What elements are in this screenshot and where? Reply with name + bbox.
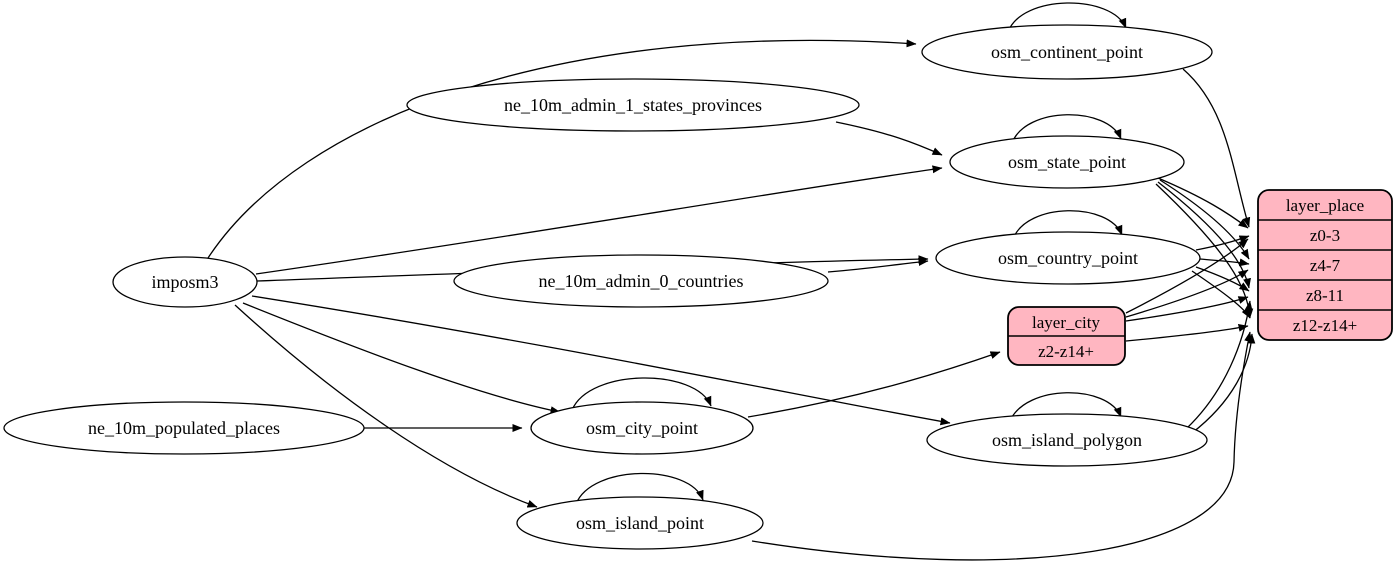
layer_place-row-z4-7: z4-7 xyxy=(1310,256,1341,275)
osm_country_point-shape xyxy=(935,231,1201,285)
node-osm_island_polygon: osm_island_polygon xyxy=(926,413,1208,467)
node-osm_city_point: osm_city_point xyxy=(530,401,754,455)
ne_10m_admin_1_states_provinces-shape xyxy=(406,78,860,132)
edge-osm_city_point-layer_city xyxy=(747,351,1001,418)
edges xyxy=(207,2,1256,561)
ne_10m_admin_0_countries-label: ne_10m_admin_0_countries xyxy=(539,271,744,291)
edge-osm_state_point-z8-11 xyxy=(1157,181,1251,289)
node-osm_continent_point: osm_continent_point xyxy=(921,24,1213,80)
node-osm_country_point: osm_country_point xyxy=(935,231,1201,285)
edge-osm_country_point-z12-z14 xyxy=(1191,270,1251,319)
selfloop-osm_city_point xyxy=(571,377,712,411)
layer_city-row-z2-z14: z2-z14+ xyxy=(1038,342,1094,361)
edge-layer_city-z12-z14 xyxy=(1125,323,1249,342)
selfloop-osm_continent_point xyxy=(1007,2,1127,33)
selfloop-osm_country_point xyxy=(1012,210,1123,240)
node-osm_island_point: osm_island_point xyxy=(516,496,764,550)
osm_continent_point-label: osm_continent_point xyxy=(991,42,1143,62)
ne_10m_admin_0_countries-shape xyxy=(453,254,829,308)
osm_state_point-shape xyxy=(949,135,1185,189)
ne_10m_admin_1_states_provinces-label: ne_10m_admin_1_states_provinces xyxy=(504,95,762,115)
edge-osm_continent_point-z0-3 xyxy=(1182,68,1251,228)
node-layer_city: layer_city z2-z14+ xyxy=(1007,306,1126,366)
edge-osm_country_point-z4-7 xyxy=(1199,258,1250,267)
osm_continent_point-shape xyxy=(921,24,1213,80)
osm_island_point-shape xyxy=(516,496,764,550)
edge-imposm3-osm_state_point xyxy=(255,165,943,275)
selfloop-osm_island_polygon xyxy=(1009,392,1122,422)
ne_10m_populated_places-shape xyxy=(3,401,365,455)
edge-osm_country_point-z0-3 xyxy=(1195,235,1250,251)
node-ne_10m_admin_1_states_provinces: ne_10m_admin_1_states_provinces xyxy=(406,78,860,132)
osm_city_point-label: osm_city_point xyxy=(586,418,698,438)
edge-osm_island_point-z12-z14 xyxy=(751,331,1253,561)
osm_island_point-label: osm_island_point xyxy=(576,513,704,533)
edge-layer_city-z0-3 xyxy=(1125,238,1249,314)
edge-imposm3-osm_city_point xyxy=(242,302,561,415)
edge-layer_city-z8-11 xyxy=(1125,296,1249,322)
selfloop-osm_state_point xyxy=(1011,114,1122,144)
ne_10m_populated_places-label: ne_10m_populated_places xyxy=(88,418,280,438)
node-layer_place: layer_place z0-3 z4-7 z8-11 z12-z14+ xyxy=(1257,189,1393,341)
edge-layer_city-z4-7 xyxy=(1125,269,1249,318)
imposm3-label: imposm3 xyxy=(151,272,218,292)
selfloop-osm_island_point xyxy=(575,472,704,505)
edge-ne_10m_admin_0_countries-osm_country_point xyxy=(827,258,929,273)
layer_place-row-z12-z14: z12-z14+ xyxy=(1293,316,1357,335)
imposm3-shape xyxy=(112,256,258,308)
layer_place-row-z8-11: z8-11 xyxy=(1306,286,1344,305)
edge-imposm3-osm_island_polygon xyxy=(251,295,951,426)
edge-imposm3-osm_continent_point xyxy=(207,39,917,259)
osm_country_point-label: osm_country_point xyxy=(998,248,1138,268)
edge-imposm3-osm_island_point xyxy=(234,304,538,508)
layer_place-title: layer_place xyxy=(1286,196,1364,215)
edge-osm_state_point-z4-7 xyxy=(1159,179,1250,260)
node-ne_10m_populated_places: ne_10m_populated_places xyxy=(3,401,365,455)
node-osm_state_point: osm_state_point xyxy=(949,135,1185,189)
edge-ne_10m_admin_1_states_provinces-osm_state_point xyxy=(835,121,943,156)
osm_island_polygon-label: osm_island_polygon xyxy=(992,430,1142,450)
layer_place-box xyxy=(1257,189,1393,341)
node-ne_10m_admin_0_countries: ne_10m_admin_0_countries xyxy=(453,254,829,308)
node-imposm3: imposm3 xyxy=(112,256,258,308)
layer_city-title: layer_city xyxy=(1032,313,1100,332)
osm_city_point-shape xyxy=(530,401,754,455)
edge-osm_state_point-z0-3 xyxy=(1157,177,1249,229)
edge-osm_island_polygon-z8-11 xyxy=(1185,300,1253,430)
osm_state_point-label: osm_state_point xyxy=(1008,152,1126,172)
osm_island_polygon-shape xyxy=(926,413,1208,467)
layer_place-row-z0-3: z0-3 xyxy=(1310,226,1340,245)
edge-osm_island_polygon-z12-z14 xyxy=(1191,333,1256,434)
